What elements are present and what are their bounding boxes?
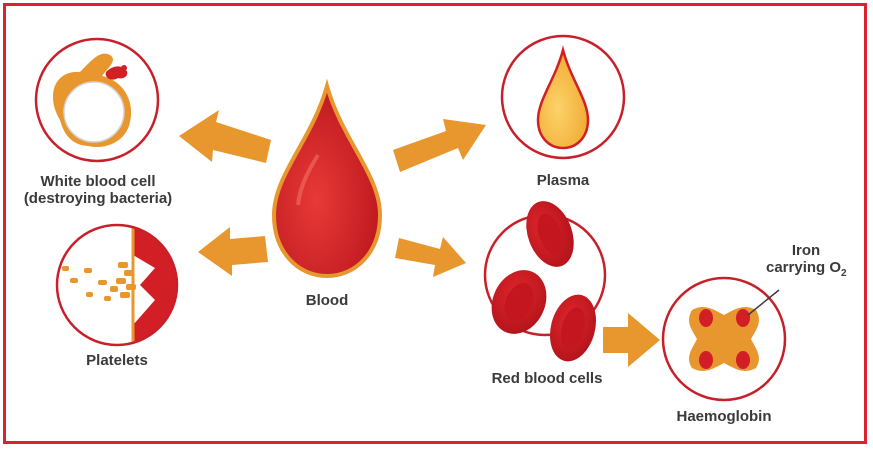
haemoglobin-icon [661, 276, 787, 402]
red-blood-cells-label: Red blood cells [491, 370, 603, 387]
iron-pointer-line [747, 289, 780, 316]
plasma-icon [500, 34, 626, 160]
arrow-to-platelets [198, 227, 268, 276]
arrow-to-haemoglobin [603, 313, 660, 367]
blood-label: Blood [305, 292, 349, 309]
iron-label: Iron carrying O2 [766, 242, 847, 282]
oxygen-subscript: 2 [841, 268, 847, 279]
arrow-to-plasma [393, 119, 486, 172]
platelets-label: Platelets [86, 352, 148, 369]
white-blood-cell-label: White blood cell (destroying bacteria) [23, 173, 173, 207]
red-blood-cells-icon [483, 201, 607, 362]
arrow-to-red-blood-cells [395, 237, 466, 277]
arrow-to-white-blood-cell [179, 110, 271, 163]
blood-drop-icon [271, 78, 383, 279]
iron-label-line1: Iron [791, 242, 821, 259]
haemoglobin-label: Haemoglobin [676, 408, 772, 425]
platelets-icon [55, 223, 179, 347]
iron-carrying-text: carrying O [766, 259, 842, 276]
iron-label-line2: carrying O2 [766, 259, 847, 282]
white-blood-cell-label-line1: White blood cell [40, 173, 156, 190]
white-blood-cell-icon [34, 37, 160, 163]
plasma-label: Plasma [536, 172, 590, 189]
white-blood-cell-label-line2: (destroying bacteria) [23, 190, 173, 207]
